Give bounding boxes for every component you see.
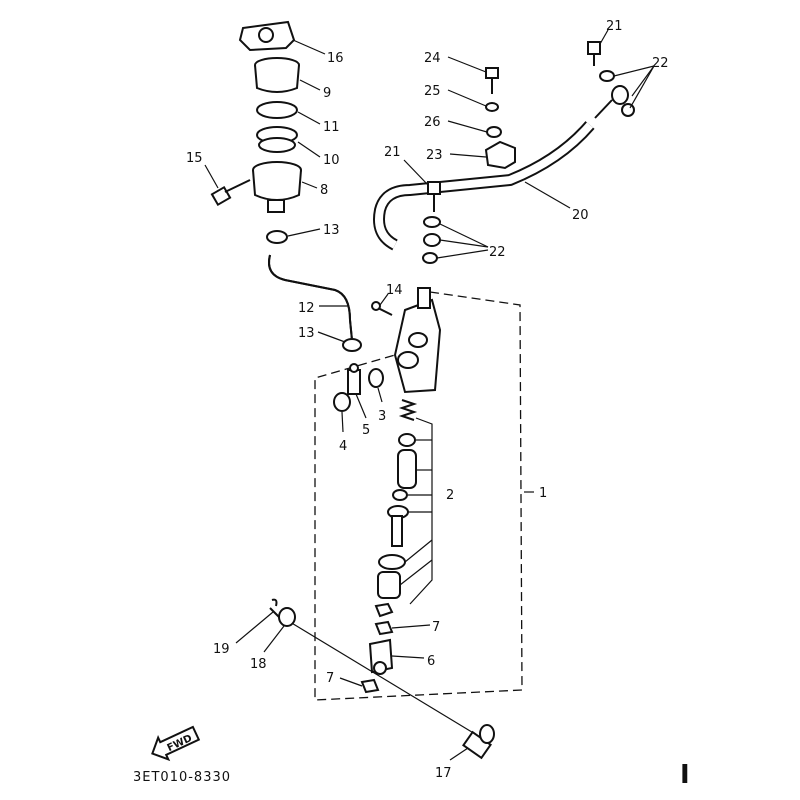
reservoir-body [252, 161, 302, 213]
washer [392, 489, 408, 501]
callout-1: 1 [539, 486, 547, 501]
hose-joint [347, 363, 361, 395]
fwd-arrow-icon: FWD [151, 725, 201, 762]
master-cylinder-body [393, 287, 442, 394]
reservoir-bolt [210, 179, 251, 207]
piston [397, 449, 417, 489]
callout-11: 11 [323, 120, 340, 135]
callout-7-upper: 7 [432, 620, 440, 635]
callout-21-upper: 21 [606, 19, 623, 34]
piston-spring [398, 399, 418, 421]
o-ring [368, 368, 384, 388]
callout-6: 6 [427, 654, 435, 669]
callout-16: 16 [327, 51, 344, 66]
callout-18: 18 [250, 657, 267, 672]
gasket-upper [599, 70, 615, 82]
hose-guide-collar [486, 126, 502, 138]
banjo-upper [594, 85, 629, 119]
hose-clamp-upper [266, 230, 288, 244]
bleed-screw [371, 301, 393, 316]
callout-19: 19 [213, 642, 230, 657]
hose-guide-washer [485, 102, 499, 112]
gasket-lower [423, 216, 441, 228]
circlip-4 [333, 392, 351, 412]
diaphragm [256, 126, 298, 153]
nut-7-lower [360, 678, 380, 694]
circlip [378, 554, 406, 570]
callout-5: 5 [362, 423, 370, 438]
union-bolt-lower [427, 181, 441, 212]
page-marker: I [680, 760, 690, 790]
callout-13-lower: 13 [298, 326, 315, 341]
nut-7 [374, 620, 394, 636]
callout-3: 3 [378, 409, 386, 424]
gasket-upper-2 [621, 103, 635, 117]
diagram-code: 3ET010-8330 [133, 770, 231, 785]
callout-2: 2 [446, 488, 454, 503]
callout-14: 14 [386, 283, 403, 298]
callout-26: 26 [424, 115, 441, 130]
banjo-lower [423, 233, 441, 247]
callout-25: 25 [424, 84, 441, 99]
reservoir-cap [238, 20, 296, 52]
callout-15: 15 [186, 151, 203, 166]
plain-washer [278, 607, 296, 627]
callout-24: 24 [424, 51, 441, 66]
callout-7-lower: 7 [326, 671, 334, 686]
push-rod [387, 505, 409, 547]
callout-10: 10 [323, 153, 340, 168]
union-bolt-upper [587, 41, 601, 66]
callout-9: 9 [323, 86, 331, 101]
hose-clamp-lower [342, 338, 362, 352]
gasket-lower-2 [422, 252, 438, 264]
callout-4: 4 [339, 439, 347, 454]
leader-lines [204, 29, 655, 761]
assembly-boundary [314, 291, 523, 701]
clevis [368, 638, 394, 675]
nut-upper [374, 602, 394, 618]
callout-23: 23 [426, 148, 443, 163]
piston-cup [398, 433, 416, 447]
callout-21-lower: 21 [384, 145, 401, 160]
callout-13-upper: 13 [323, 223, 340, 238]
hose-guide [484, 140, 516, 170]
reservoir-cover [254, 57, 300, 93]
diaphragm-plate [256, 101, 298, 119]
callout-8: 8 [320, 183, 328, 198]
callout-17: 17 [435, 766, 452, 781]
hose-guide-bolt [485, 67, 499, 94]
boot [377, 571, 401, 599]
clevis-pin [462, 724, 495, 760]
callout-20: 20 [572, 208, 589, 223]
callout-22-lower: 22 [489, 245, 506, 260]
callout-22-upper: 22 [652, 56, 669, 71]
callout-12: 12 [298, 301, 315, 316]
